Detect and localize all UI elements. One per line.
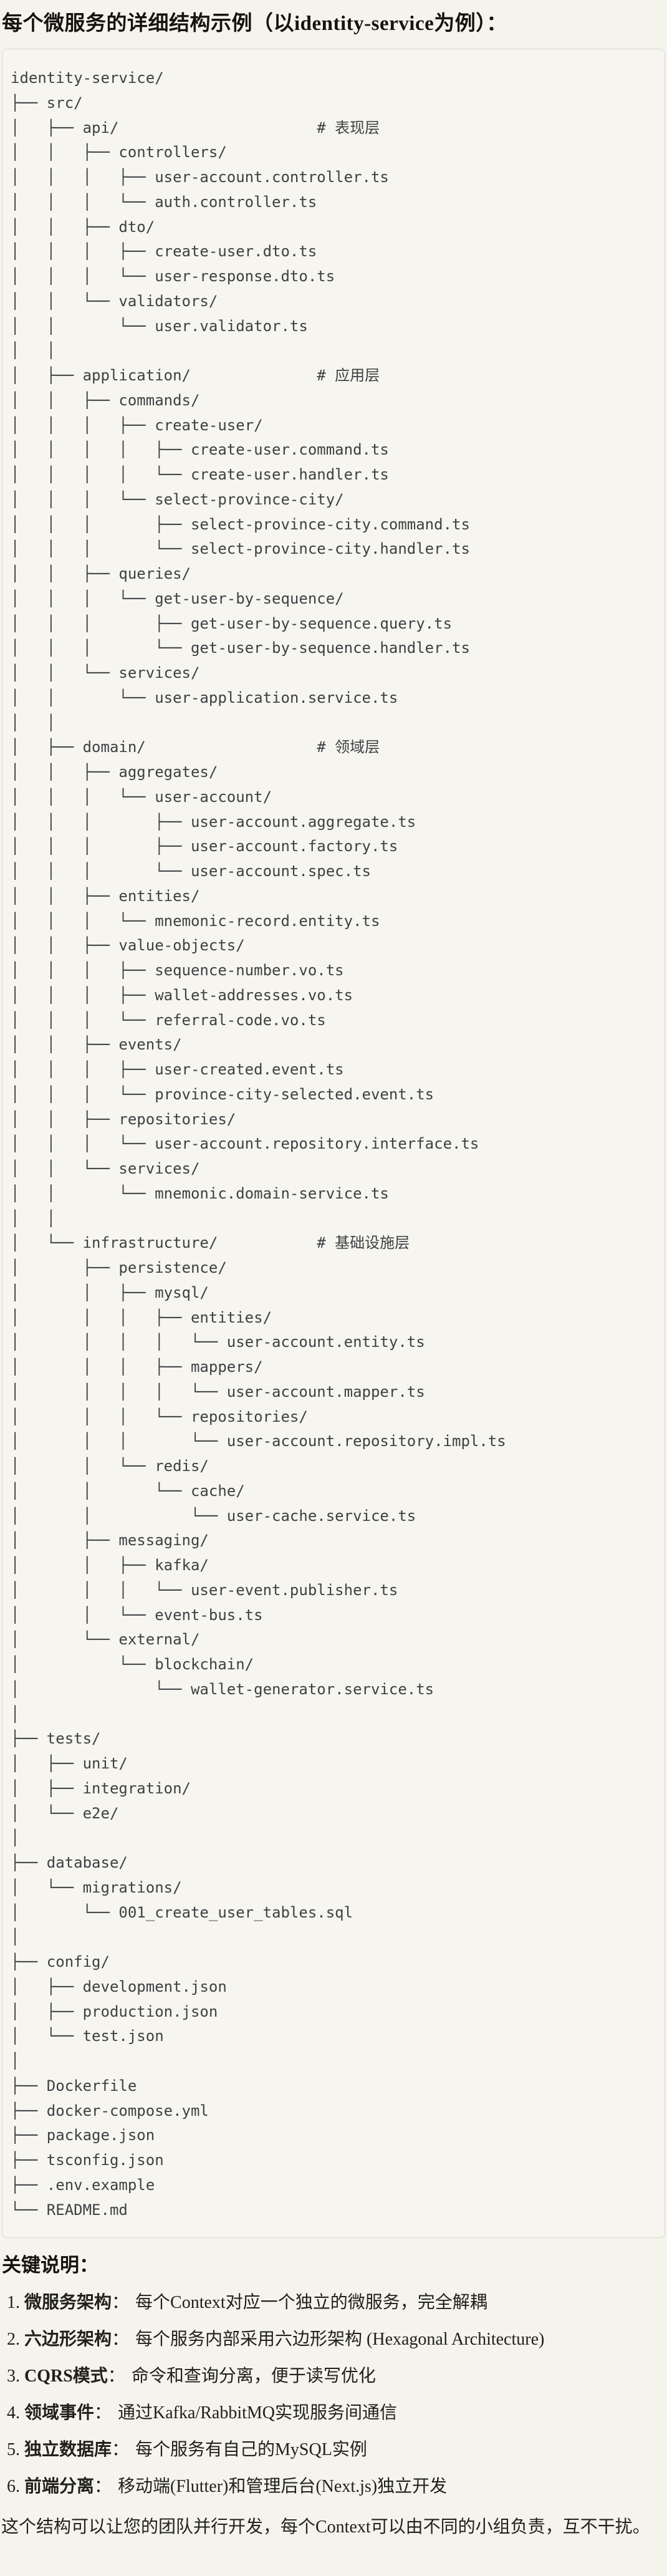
notes-heading: 关键说明： bbox=[2, 2254, 98, 2277]
note-item-number: 4. bbox=[7, 2403, 20, 2423]
note-item-colon: ： bbox=[112, 2293, 130, 2313]
note-item-number: 1. bbox=[7, 2293, 20, 2313]
note-item-number: 6. bbox=[7, 2477, 20, 2497]
closing-paragraph: 这个结构可以让您的团队并行开发，每个Context可以由不同的小组负责，互不干扰… bbox=[1, 2517, 650, 2537]
note-item-label: 前端分离 bbox=[24, 2477, 95, 2497]
note-item-label: 六边形架构 bbox=[24, 2330, 112, 2350]
note-item-label: 独立数据库 bbox=[24, 2440, 112, 2460]
code-block: identity-service/ ├── src/ │ ├── api/ # … bbox=[2, 49, 665, 2239]
note-item-desc: 通过Kafka/RabbitMQ实现服务间通信 bbox=[118, 2403, 397, 2423]
note-item-colon: ： bbox=[94, 2477, 112, 2497]
note-item-6: 6.前端分离： 移动端(Flutter)和管理后台(Next.js)独立开发 bbox=[7, 2478, 667, 2496]
directory-tree: identity-service/ ├── src/ │ ├── api/ # … bbox=[11, 69, 506, 2219]
note-item-label: CQRS模式 bbox=[24, 2366, 108, 2386]
page-title: 每个微服务的详细结构示例（以identity-service为例）： bbox=[2, 12, 507, 35]
note-item-desc: 每个Context对应一个独立的微服务，完全解耦 bbox=[135, 2293, 487, 2313]
note-item-5: 5.独立数据库：每个服务有自己的MySQL实例 bbox=[7, 2441, 667, 2459]
note-item-label: 领域事件 bbox=[24, 2403, 95, 2423]
note-item-colon: ： bbox=[112, 2440, 130, 2460]
note-item-number: 2. bbox=[7, 2330, 20, 2350]
note-item-2: 2.六边形架构：每个服务内部采用六边形架构 (Hexagonal Archite… bbox=[7, 2331, 667, 2348]
note-item-desc: 移动端(Flutter)和管理后台(Next.js)独立开发 bbox=[118, 2477, 448, 2497]
note-item-1: 1.微服务架构：每个Context对应一个独立的微服务，完全解耦 bbox=[7, 2294, 667, 2312]
note-item-number: 3. bbox=[7, 2366, 20, 2386]
note-item-colon: ： bbox=[107, 2366, 125, 2386]
note-item-colon: ： bbox=[94, 2403, 112, 2423]
note-item-4: 4.领域事件： 通过Kafka/RabbitMQ实现服务间通信 bbox=[7, 2405, 667, 2422]
note-item-desc: 每个服务有自己的MySQL实例 bbox=[135, 2440, 367, 2460]
note-item-3: 3.CQRS模式： 命令和查询分离，便于读写优化 bbox=[7, 2368, 667, 2385]
note-item-desc: 命令和查询分离，便于读写优化 bbox=[131, 2366, 376, 2386]
note-item-desc: 每个服务内部采用六边形架构 (Hexagonal Architecture) bbox=[135, 2330, 545, 2350]
note-item-colon: ： bbox=[112, 2330, 130, 2350]
note-item-label: 微服务架构 bbox=[24, 2293, 112, 2313]
note-item-number: 5. bbox=[7, 2440, 20, 2460]
notes-list: 1.微服务架构：每个Context对应一个独立的微服务，完全解耦 2.六边形架构… bbox=[0, 2294, 667, 2496]
